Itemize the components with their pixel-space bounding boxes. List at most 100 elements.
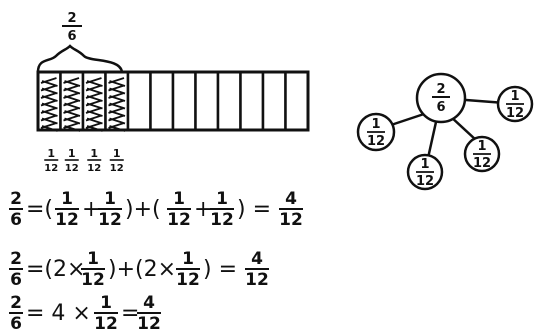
bond-part-node-bottom-left: 1 12: [406, 153, 444, 191]
strip-outline: [36, 70, 310, 132]
equation-fraction: 112: [55, 189, 79, 230]
equation-denominator: 6: [10, 210, 22, 230]
strip-shading: [85, 77, 103, 132]
strip-part: [171, 70, 197, 132]
equation-denominator: 12: [167, 210, 191, 230]
equation-fraction: 112: [81, 249, 105, 290]
strip-shading: [63, 77, 81, 132]
strip-part-label-denominator: 12: [87, 163, 101, 174]
strip-part-label-numerator: 1: [68, 147, 76, 160]
equation-denominator: 12: [176, 270, 200, 290]
equation-denominator: 6: [10, 270, 22, 290]
strip-part-label-numerator: 1: [47, 147, 55, 160]
strip-top-fraction: 2 6: [62, 11, 82, 44]
strip-part-label: 112: [64, 147, 79, 174]
equation-fraction: 112: [210, 189, 234, 230]
strip-top-denominator: 6: [67, 29, 76, 44]
equation-operator: ) =: [203, 257, 237, 282]
equation-numerator: 4: [285, 189, 297, 209]
bond-part-node-right: 1 12: [496, 85, 534, 123]
bond-part-denominator: 12: [506, 106, 524, 121]
equation-operator: )+(: [125, 197, 161, 222]
strip-brace: [36, 44, 124, 74]
equation-numerator: 1: [87, 249, 99, 269]
equations: 26=(112+112)+(112+112) =41226=(2×112)+(2…: [9, 189, 303, 334]
equation-row: 26= 4 ×112=412: [9, 293, 161, 334]
bond-part-denominator: 12: [367, 134, 385, 149]
strip-top-numerator: 2: [67, 11, 76, 26]
equation-numerator: 1: [182, 249, 194, 269]
bond-part-numerator: 1: [371, 117, 380, 132]
strip-part-label-numerator: 1: [113, 147, 121, 160]
equation-denominator: 12: [279, 210, 303, 230]
bond-whole-node: 2 6: [415, 72, 467, 124]
bond-part-denominator: 12: [473, 156, 491, 171]
bond-part-numerator: 1: [510, 89, 519, 104]
strip-shading: [40, 77, 58, 132]
bond-part-numerator: 1: [420, 157, 429, 172]
bond-whole-denominator: 6: [436, 100, 445, 115]
equation-denominator: 6: [10, 314, 22, 334]
equation-denominator: 12: [210, 210, 234, 230]
equation-numerator: 2: [10, 293, 22, 313]
strip-part-label: 112: [87, 147, 102, 174]
equation-numerator: 1: [173, 189, 185, 209]
equation-operator: )+(2×: [108, 257, 176, 282]
equation-denominator: 12: [137, 314, 161, 334]
equation-numerator: 4: [143, 293, 155, 313]
strip-part: [216, 70, 242, 132]
equation-numerator: 1: [104, 189, 116, 209]
equation-fraction: 112: [98, 189, 122, 230]
equation-fraction: 112: [94, 293, 118, 334]
equation-fraction: 412: [137, 293, 161, 334]
strip-part: [284, 70, 310, 132]
equation-numerator: 2: [10, 249, 22, 269]
equation-fraction: 26: [9, 293, 23, 334]
strip-part-label: 112: [44, 147, 59, 174]
equation-operator: ) =: [237, 197, 271, 222]
strip-part-label-numerator: 1: [90, 147, 98, 160]
equation-denominator: 12: [55, 210, 79, 230]
equation-denominator: 12: [245, 270, 269, 290]
equation-operator: =(2×: [26, 257, 85, 282]
strip-shading: [108, 77, 126, 132]
equation-numerator: 4: [251, 249, 263, 269]
equation-operator: = 4 ×: [26, 301, 91, 326]
equation-fraction: 412: [245, 249, 269, 290]
equation-fraction: 26: [9, 189, 23, 230]
bond-part-node-bottom-right: 1 12: [463, 135, 501, 173]
equation-operator: =: [121, 301, 139, 326]
equation-row: 26=(2×112)+(2×112) =412: [9, 249, 269, 290]
equation-numerator: 1: [100, 293, 112, 313]
equation-operator: =(: [26, 197, 53, 222]
bond-link-bottom-left: [426, 121, 438, 159]
equation-numerator: 1: [216, 189, 228, 209]
strip-part-label: 112: [109, 147, 124, 174]
equation-denominator: 12: [94, 314, 118, 334]
bond-link-bottom-right: [449, 115, 477, 141]
strip-part: [149, 70, 175, 132]
number-bond: 2 6 1 12 1 12 1 12 1 12: [356, 72, 534, 191]
strip-part: [126, 70, 152, 132]
equation-fraction: 26: [9, 249, 23, 290]
equation-numerator: 2: [10, 189, 22, 209]
equation-fraction: 412: [279, 189, 303, 230]
bond-part-node-left: 1 12: [356, 112, 396, 152]
equation-denominator: 12: [98, 210, 122, 230]
equation-fraction: 112: [167, 189, 191, 230]
equation-operator: +: [194, 197, 212, 222]
bond-whole-numerator: 2: [436, 82, 445, 97]
equation-row: 26=(112+112)+(112+112) =412: [9, 189, 303, 230]
equation-fraction: 112: [176, 249, 200, 290]
strip-part: [194, 70, 220, 132]
bond-part-numerator: 1: [477, 139, 486, 154]
equation-numerator: 1: [61, 189, 73, 209]
strip-part-label-denominator: 12: [65, 163, 79, 174]
strip-part: [261, 70, 287, 132]
strip-parts: [36, 70, 310, 132]
equation-denominator: 12: [81, 270, 105, 290]
strip-part-label-denominator: 12: [44, 163, 58, 174]
